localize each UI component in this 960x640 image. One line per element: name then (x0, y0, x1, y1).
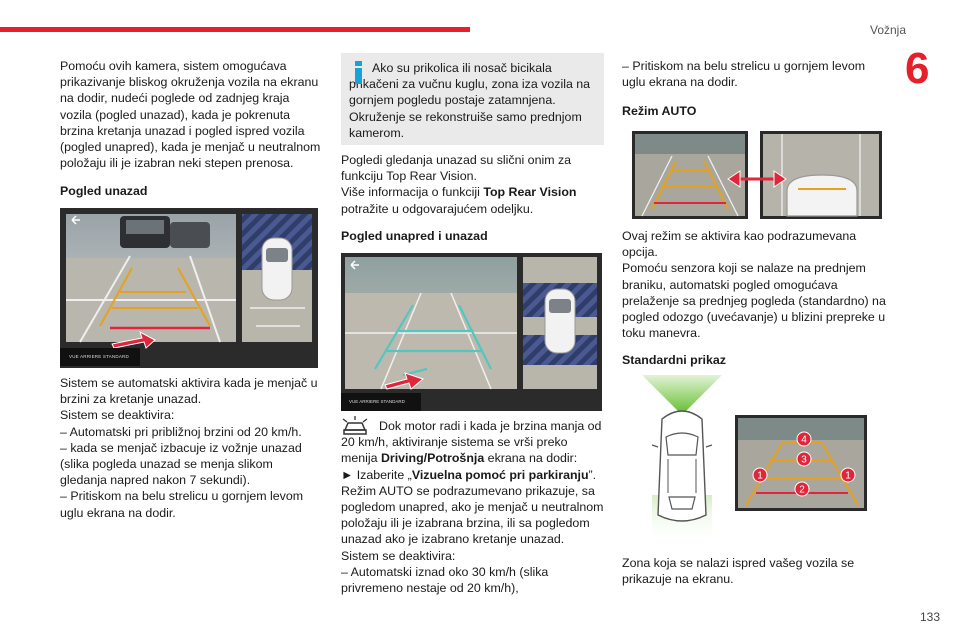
back-arrow-icon (350, 260, 359, 270)
standard-view-figure: 4 3 1 1 2 (632, 375, 882, 545)
text-line: Ovaj režim se aktivira kao podrazumevana… (622, 229, 857, 260)
screen-caption: VUE ARRIERE STANDARD (349, 399, 405, 404)
text-line: ► Izaberite „Vizuelna pomoć pri parkiran… (341, 467, 597, 482)
page-number: 133 (919, 610, 940, 624)
text-line: Sistem se deaktivira: (60, 408, 175, 423)
front-rear-text: Dok motor radi i kada je brzina manja od… (341, 418, 604, 596)
rear-view-figure: VUE ARRIERE STANDARD (60, 208, 318, 368)
front-rear-view-figure: VUE ARRIERE STANDARD (341, 253, 602, 411)
double-arrow-icon (727, 170, 787, 188)
callout-3: 3 (796, 451, 812, 467)
top-accent-bar (0, 27, 470, 32)
text-line: Zona koja se nalazi ispred vašeg vozila … (622, 556, 855, 587)
trv-paragraph: Pogledi gledanja unazad su slični onim z… (341, 152, 604, 217)
info-text: Ako su prikolica ili nosač bicikala prik… (349, 61, 591, 140)
rear-view-screen (60, 214, 312, 366)
heading-auto-mode: Režim AUTO (622, 104, 697, 118)
svg-text:1: 1 (757, 471, 763, 482)
auto-mode-text: Ovaj režim se aktivira kao podrazumevana… (622, 228, 887, 341)
text-line: Dok motor radi i kada je brzina manja od… (341, 419, 602, 466)
heading-standard-view: Standardni prikaz (622, 353, 726, 367)
svg-text:3: 3 (801, 455, 807, 466)
text-line: – Automatski iznad oko 30 km/h (slika pr… (341, 564, 549, 596)
text-line: – Pritiskom na belu strelicu u gornjem l… (60, 489, 304, 520)
standard-view-text: Zona koja se nalazi ispred vašeg vozila … (622, 555, 887, 587)
info-icon (353, 61, 365, 85)
callout-1-right: 1 (840, 467, 856, 483)
pencil-arrow-icon (384, 372, 425, 390)
text-line: Režim AUTO se podrazumevano prikazuje, s… (341, 483, 604, 547)
svg-text:2: 2 (799, 485, 805, 496)
front-rear-view-screen (341, 257, 597, 411)
heading-rear-view: Pogled unazad (60, 184, 148, 198)
info-box: Ako su prikolica ili nosač bicikala prik… (341, 53, 604, 145)
text-line: – kada se menjač izbacuje iz vožnje unaz… (60, 440, 302, 488)
auto-mode-figure (632, 131, 882, 219)
standard-view-diagram: 4 3 1 1 2 (642, 375, 867, 545)
pencil-arrow-icon (111, 330, 156, 349)
svg-text:1: 1 (845, 471, 851, 482)
back-arrow-icon (71, 215, 80, 225)
text-line: – Pritiskom na belu strelicu u gornjem l… (622, 59, 866, 90)
text-line: Sistem se deaktivira: (341, 548, 456, 563)
callout-4: 4 (796, 431, 812, 447)
chapter-number: 6 (905, 44, 930, 93)
text-line: – Automatski pri približnoj brzini od 20… (60, 424, 302, 439)
auto-mode-screens (632, 131, 882, 219)
text-line: Više informacija o funkciji Top Rear Vis… (341, 185, 577, 216)
intro-paragraph: Pomoću ovih kamera, sistem omogućava pri… (60, 58, 322, 171)
text-line: Pogledi gledanja unazad su slični onim z… (341, 153, 572, 184)
rear-view-text: Sistem se automatski aktivira kada je me… (60, 375, 322, 521)
callout-1-left: 1 (752, 467, 768, 483)
text-line: Pomoću senzora koji se nalaze na prednje… (622, 261, 886, 341)
car-top-view (651, 410, 713, 522)
screen-caption: VUE ARRIERE STANDARD (69, 354, 129, 359)
car-alert-icon (341, 415, 373, 443)
text-line: Sistem se automatski aktivira kada je me… (60, 376, 318, 407)
front-zone (642, 375, 722, 411)
running-head: Vožnja (869, 23, 907, 37)
intro-text: Pomoću ovih kamera, sistem omogućava pri… (60, 59, 321, 171)
col3-intro: – Pritiskom na belu strelicu u gornjem l… (622, 58, 887, 90)
svg-text:4: 4 (801, 435, 807, 446)
callout-2: 2 (794, 481, 810, 497)
heading-front-rear-view: Pogled unapred i unazad (341, 229, 488, 243)
